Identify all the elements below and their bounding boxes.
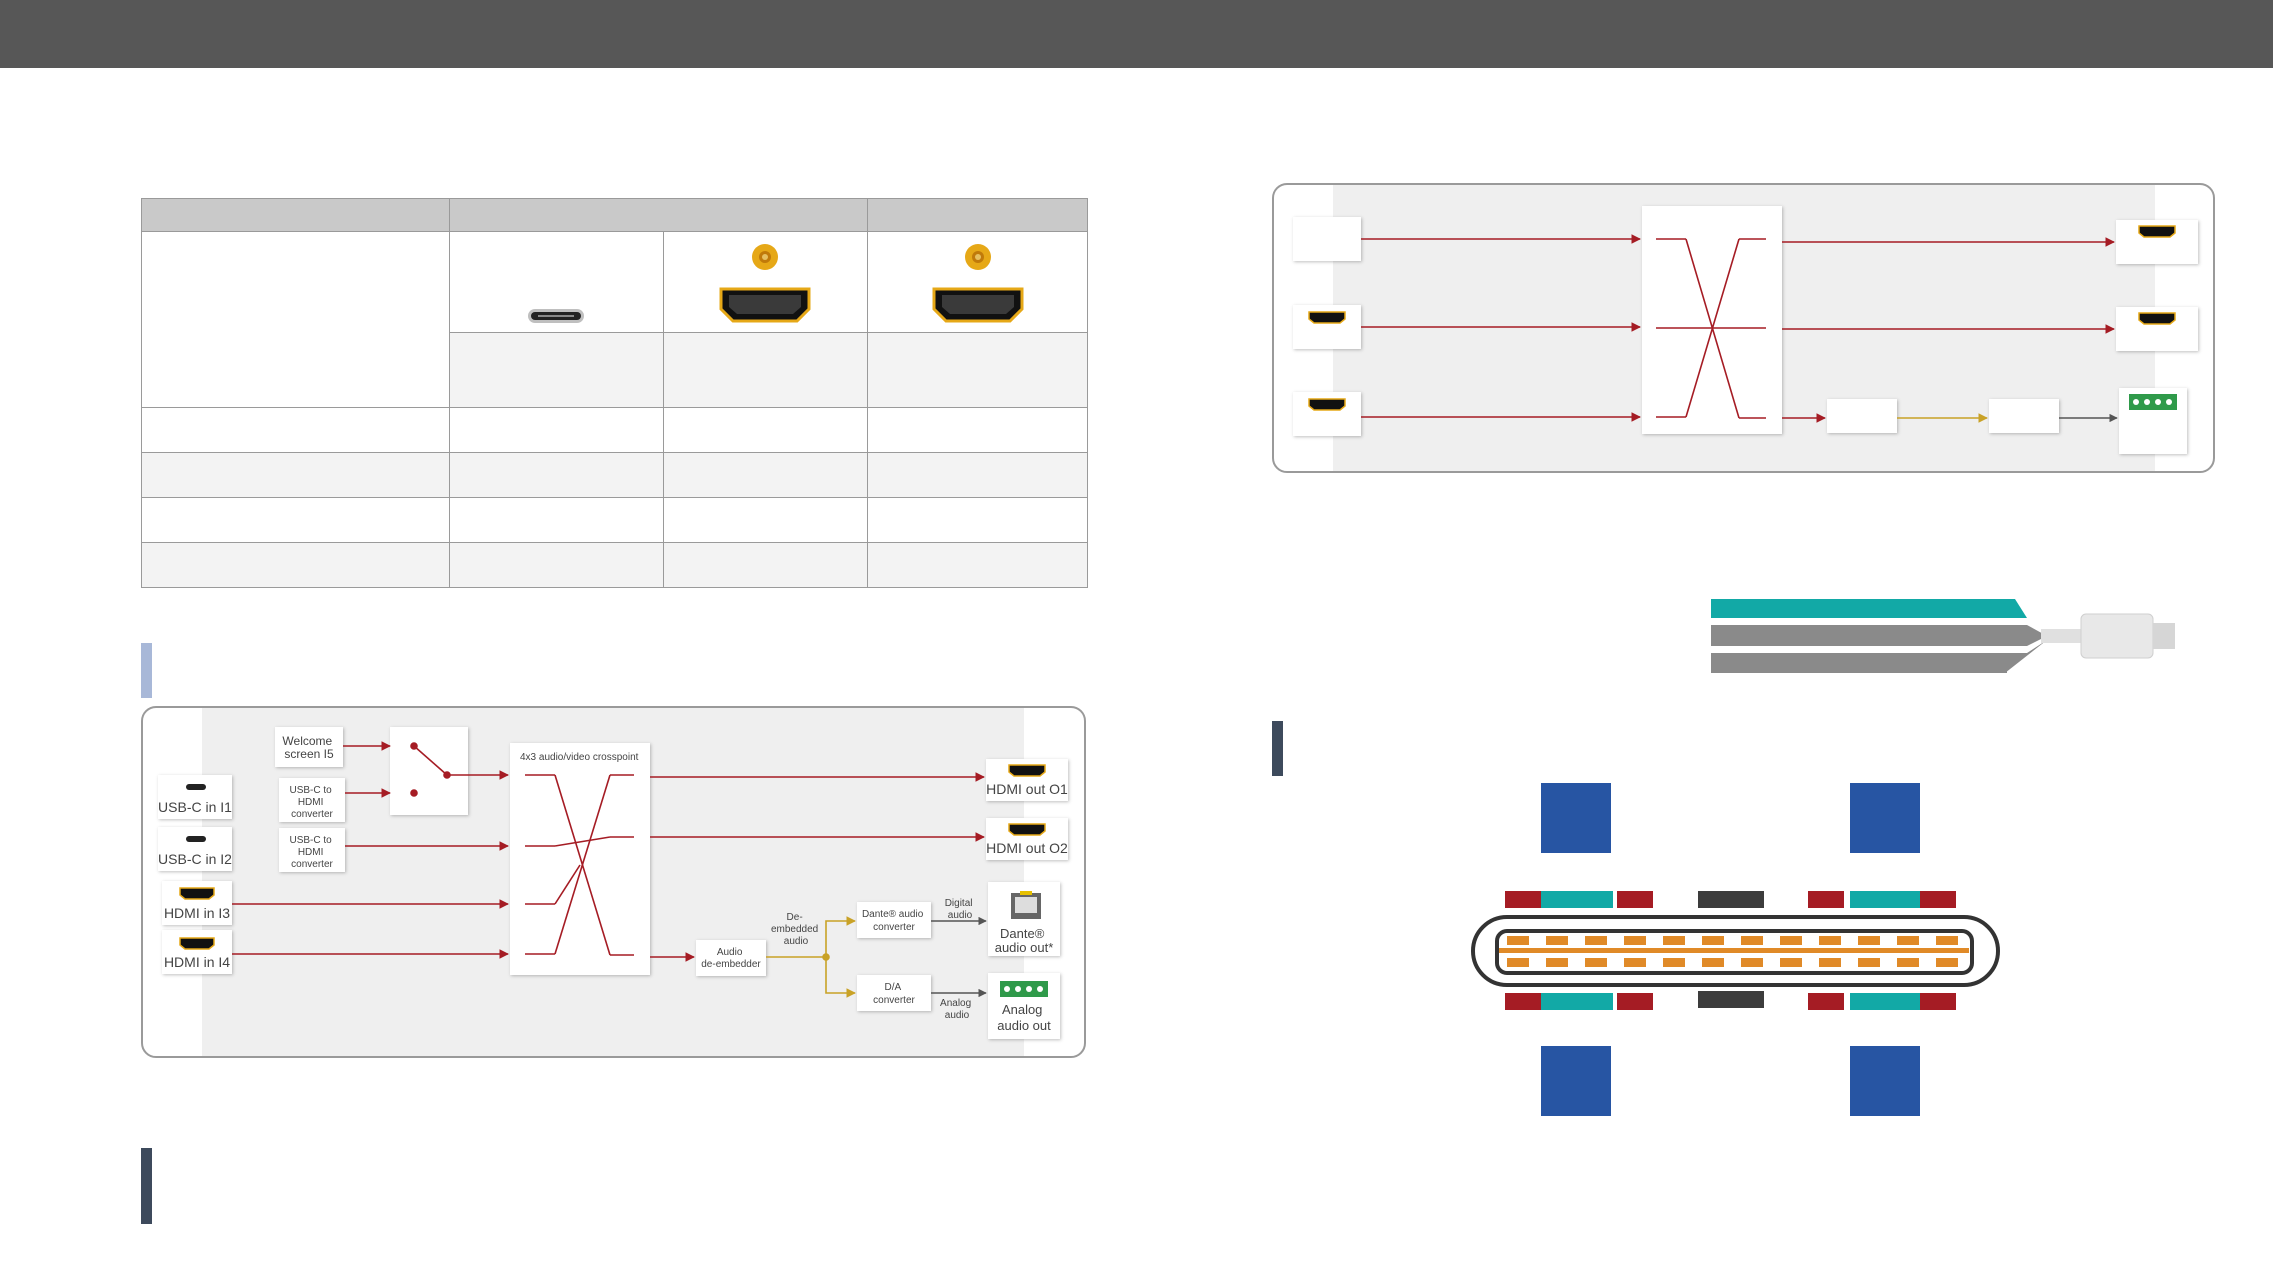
table-cell	[662, 332, 868, 408]
signal-flow-diagram: USB-C in I1 USB-C in I2 HDMI in I3 HDMI …	[141, 706, 1086, 1058]
table-header-row	[141, 198, 1088, 232]
hdmi-icon	[179, 887, 215, 900]
hdmi-icon	[2138, 225, 2176, 238]
hdmi-out-2-label: HDMI out O2	[986, 840, 1068, 856]
table-row	[141, 542, 1088, 588]
table-cell	[662, 542, 868, 588]
pin-group-label-box	[1541, 1046, 1611, 1116]
table-cell	[449, 497, 664, 543]
table-cell	[141, 407, 450, 453]
table-row	[141, 452, 1088, 498]
table-cell	[867, 542, 1088, 588]
hdmi-in-3-label: HDMI in I3	[164, 905, 230, 921]
usbc-in-1-label: USB-C in I1	[158, 799, 232, 815]
usb-c-port-icon	[528, 309, 585, 323]
audio-deembedder-label: Audio de-embedder	[701, 947, 761, 970]
usb-c-cable-illustration	[1711, 599, 2175, 673]
table-header-cell	[867, 198, 1088, 232]
hdmi-icon	[1308, 311, 1346, 324]
hdmi-icon	[1308, 398, 1346, 411]
analog-out-label: Analog audio out	[997, 1002, 1051, 1033]
section-heading-mark	[141, 643, 152, 698]
table-cell	[662, 407, 868, 453]
table-row	[141, 407, 1088, 453]
signal-flow-diagram-small	[1272, 183, 2215, 473]
ethernet-icon	[1011, 891, 1041, 919]
table-cell	[867, 452, 1088, 498]
table-cell	[449, 407, 664, 453]
table-cell	[141, 497, 450, 543]
da-converter-label: D/A converter	[873, 982, 915, 1006]
deembedded-audio-label: De- embedded audio	[771, 912, 821, 947]
terminal-block-icon	[1000, 981, 1048, 997]
hdmi-icon	[1008, 823, 1046, 836]
usbc-in-2-label: USB-C in I2	[158, 851, 232, 867]
table-cell	[662, 497, 868, 543]
table-cell	[867, 497, 1088, 543]
hdmi-in-4-label: HDMI in I4	[164, 954, 230, 970]
usb-c-icon	[186, 836, 206, 842]
table-cell	[449, 542, 664, 588]
table-row	[141, 231, 1088, 408]
table-cell	[141, 452, 450, 498]
table-cell	[141, 542, 450, 588]
table-cell	[449, 231, 664, 333]
usb-c-icon	[186, 784, 206, 790]
hdmi-output-with-audio-icon	[932, 244, 1023, 323]
pin-group-label-box	[1541, 783, 1611, 853]
table-row	[142, 332, 1088, 408]
usb-c-pinout-diagram	[1471, 783, 2000, 1116]
dante-out-label: Dante® audio out*	[995, 926, 1054, 955]
pin-group-label-box	[1850, 783, 1920, 853]
table-cell	[867, 407, 1088, 453]
table-cell	[449, 332, 664, 408]
table-header-cell	[141, 198, 450, 232]
terminal-block-icon	[2129, 394, 2177, 410]
dante-converter-label: Dante® audio converter	[862, 909, 926, 933]
port-compatibility-table	[141, 198, 1088, 588]
section-heading-mark	[1272, 721, 1283, 776]
crosspoint-label: 4x3 audio/video crosspoint	[520, 752, 639, 763]
usbc-converter-1-label: USB-C to HDMI converter	[289, 785, 334, 820]
usbc-converter-2-label: USB-C to HDMI converter	[289, 835, 334, 870]
digital-audio-label: Digital audio	[945, 898, 976, 921]
hdmi-icon	[179, 937, 215, 950]
welcome-screen-label: Welcome screen I5	[282, 734, 335, 761]
table-cell	[449, 452, 664, 498]
table-row	[141, 497, 1088, 543]
hdmi-out-1-label: HDMI out O1	[986, 781, 1068, 797]
table-cell	[867, 332, 1088, 408]
table-cell	[662, 452, 868, 498]
hdmi-icon	[1008, 764, 1046, 777]
table-header-cell	[449, 198, 868, 232]
hdmi-icon	[2138, 312, 2176, 325]
table-cell	[662, 231, 868, 333]
section-heading-mark	[141, 1148, 152, 1224]
hdmi-input-with-audio-icon	[719, 244, 811, 323]
table-cell	[141, 231, 450, 408]
analog-audio-label: Analog audio	[940, 998, 974, 1021]
table-cell	[867, 231, 1088, 333]
top-header-bar	[0, 0, 2273, 68]
pin-group-label-box	[1850, 1046, 1920, 1116]
